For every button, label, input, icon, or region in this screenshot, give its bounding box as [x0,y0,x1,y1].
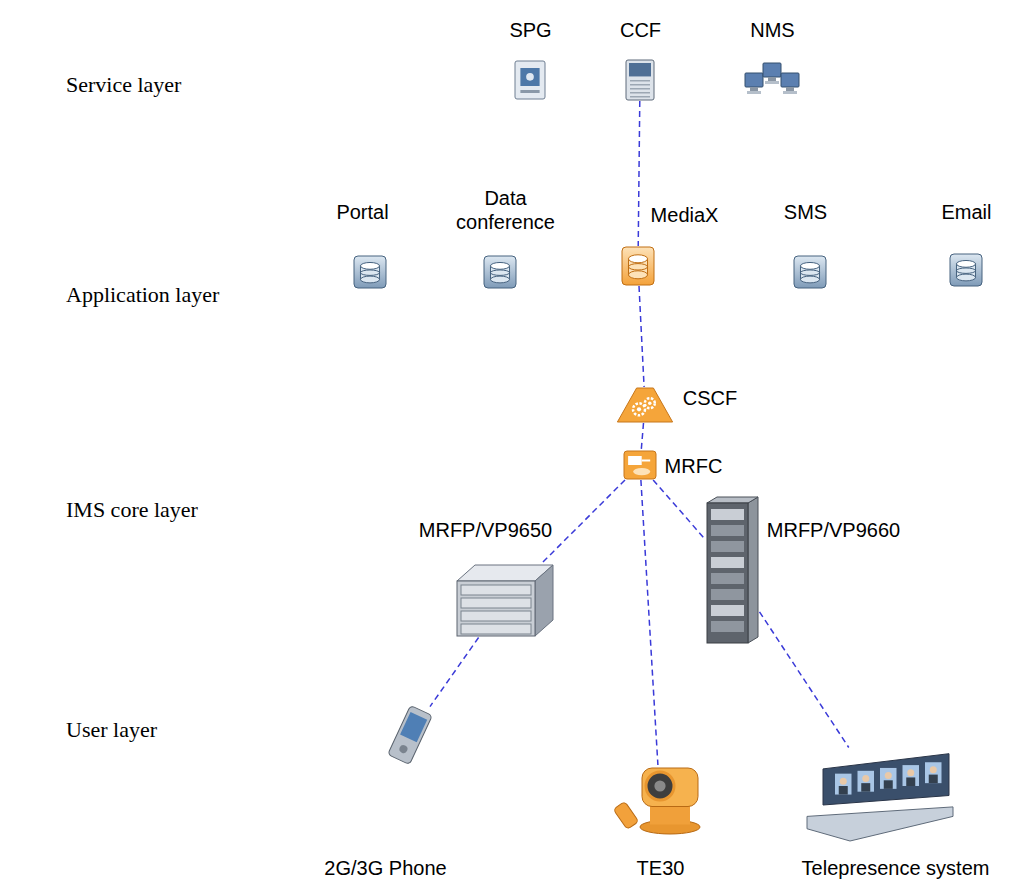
element-label: SMS [783,200,828,224]
network-element: TE30 [607,762,713,883]
srvo-icon [621,246,655,286]
network-element: Data conference [442,183,568,292]
dashed-link [760,612,849,748]
dashed-link [641,480,658,765]
pcs-icon [743,61,801,99]
layer-band: CSCF MRFC MRFP/VP9650 MRFP/VP9660 IMS core l… [60,360,1000,652]
element-label: 2G/3G Phone [324,856,448,880]
mrfc-icon [623,450,657,480]
element-label: Telepresence system [801,856,990,880]
element-label: Data conference [445,186,566,234]
dashed-link [653,480,704,539]
network-element: Portal [333,197,392,292]
element-label: Email [941,200,993,224]
dashed-link [430,638,479,707]
rack-icon [705,495,760,645]
network-element: Email [938,197,995,290]
srv-icon [949,253,983,287]
camera-icon [610,765,710,835]
element-label: MRFC [664,454,723,478]
tp-icon [805,748,955,843]
doc-icon [514,60,546,100]
dashed-link [641,423,643,450]
chassis-icon [455,563,555,638]
layer-label: IMS core layer [66,497,198,523]
network-element: 2G/3G Phone [321,701,450,883]
element-label: Portal [336,200,390,224]
network-element: CSCF [612,383,740,426]
element-label: MRFP/VP9660 [766,518,901,542]
dashed-link [543,480,626,563]
cscf-icon [615,387,675,423]
srv-icon [793,255,827,289]
element-label: SPG [509,18,553,42]
network-element: MRFC [620,447,725,483]
layer-label: User layer [66,717,157,743]
tower-icon [625,59,655,101]
network-element: NMS [740,15,804,102]
phone-icon [390,704,430,766]
element-label: CCF [619,18,662,42]
element-label: MRFP/VP9650 [418,518,553,542]
element-label: CSCF [682,386,738,410]
network-element: SPG [506,15,555,103]
network-element: MediaX [618,200,721,289]
layer-label: Application layer [66,282,219,308]
element-label: TE30 [636,856,685,880]
layer-label: Service layer [66,72,181,98]
network-element: Telepresence system [798,745,992,884]
element-label: NMS [750,18,796,42]
network-element: SMS [780,197,830,292]
dashed-link [639,286,644,387]
layer-band: Portal Data conference MediaX SMS EmailAppli… [60,180,1032,330]
network-element: MRFP/VP9650 [415,515,558,641]
srv-icon [353,255,387,289]
dashed-link [638,101,640,246]
srv-icon [483,255,517,289]
layer-band: SPG CCF NMS Service layer [60,10,860,122]
element-label: MediaX [650,203,719,227]
network-element: MRFP/VP9660 [702,492,904,648]
network-element: CCF [616,15,664,104]
